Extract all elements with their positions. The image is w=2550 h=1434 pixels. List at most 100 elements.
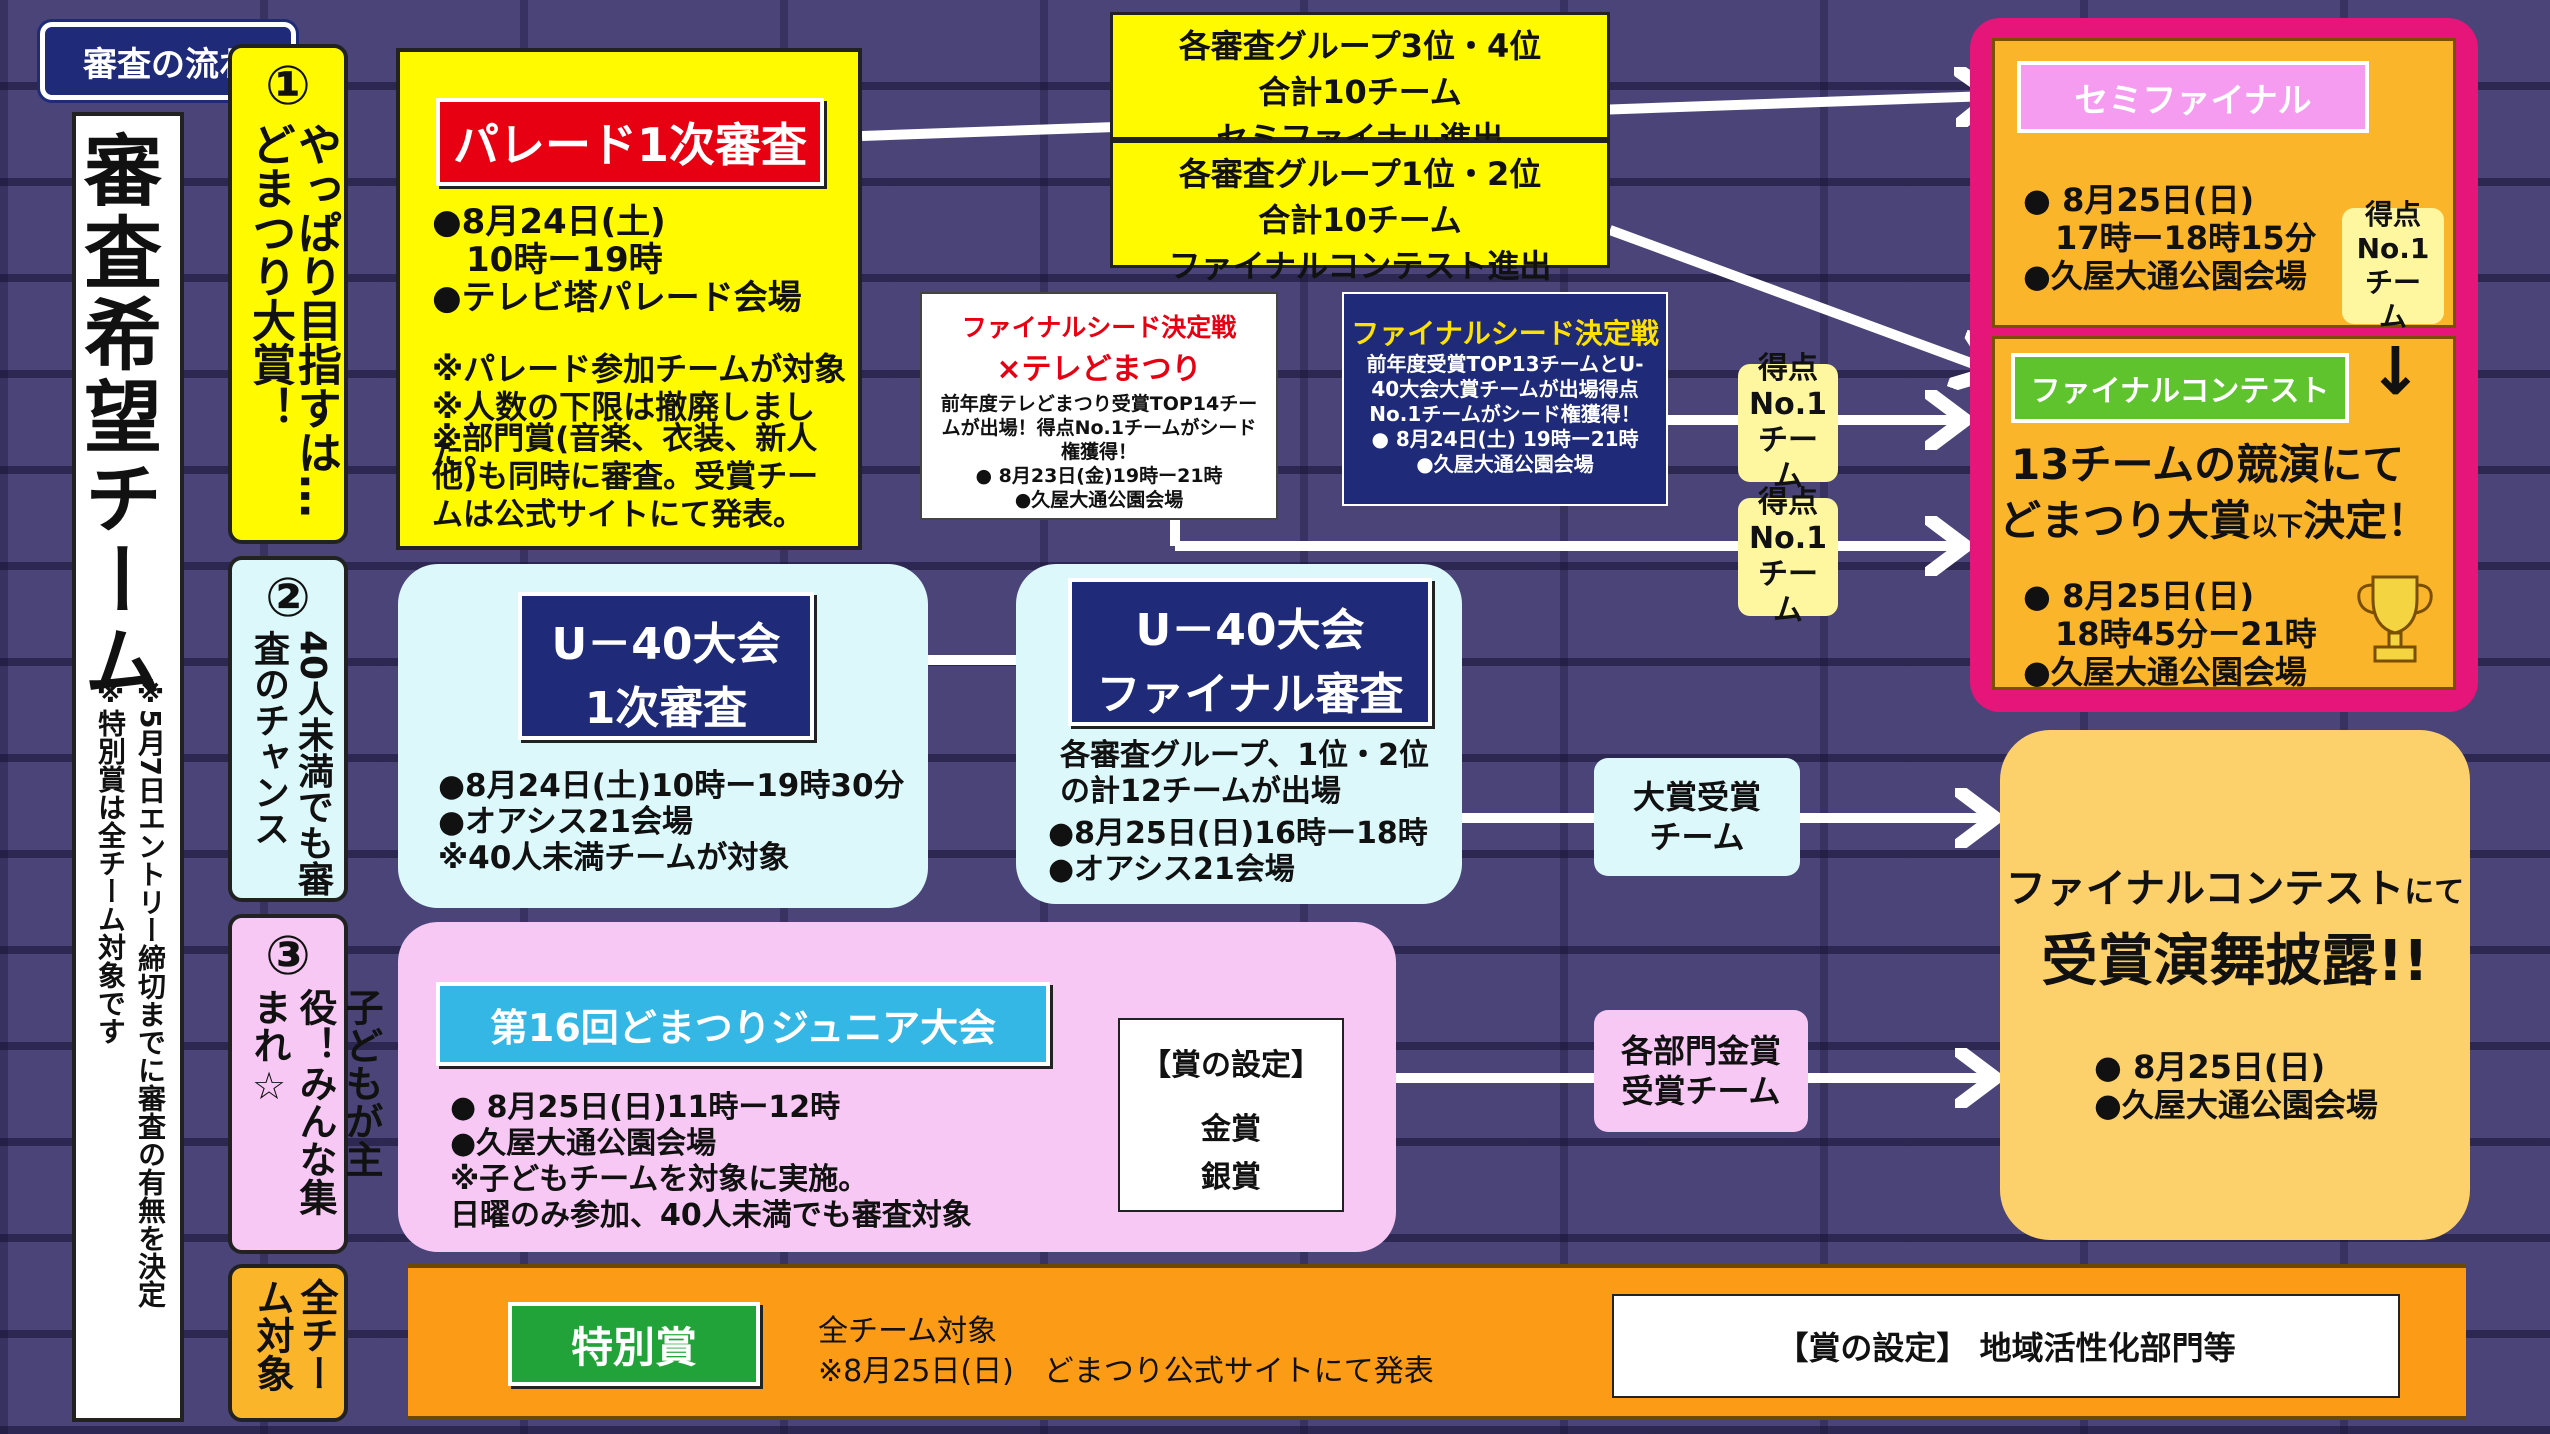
junior-note2: 日曜のみ参加、40人未満でも審査対象 xyxy=(450,1198,972,1233)
final-contest-headline2-main: どまつり大賞 xyxy=(1999,496,2252,545)
junior-award-heading: 【賞の設定】 xyxy=(1141,1048,1321,1083)
row-label-3-text: 子どもが主役！みんな集まれ☆ xyxy=(247,988,383,1216)
final-contest-title-text: ファイナルコンテスト xyxy=(2030,374,2330,409)
gold-label-text: 各部門金賞受賞チーム xyxy=(1620,1032,1781,1110)
parade-title: パレード1次審査 xyxy=(436,98,824,186)
parade-note3: ※部門賞(音楽、衣装、新人他)も同時に審査。受賞チームは公式サイトにて発表。 xyxy=(432,421,819,533)
showcase-venue: ●久屋大通公園会場 xyxy=(2094,1086,2378,1124)
showcase-line2: 受賞演舞披露!! xyxy=(2041,929,2429,994)
junior-note1: ※子どもチームを対象に実施。 xyxy=(450,1162,869,1197)
seed-u40-venue: ●久屋大通公園会場 xyxy=(1416,452,1594,476)
u40-final-title2: ファイナル審査 xyxy=(1096,669,1404,720)
semifinal-venue: ●久屋大通公園会場 xyxy=(2023,257,2307,295)
semifinal-time: 17時ー18時15分 xyxy=(2023,219,2317,257)
showcase-line1a: ファイナルコンテスト xyxy=(2005,866,2405,912)
final-contest-headline2: どまつり大賞以下決定！ xyxy=(1999,487,2429,548)
final-contest-headline1: 13チームの競演にて xyxy=(2011,440,2405,489)
seed-tv-body: 前年度テレどまつり受賞TOP14チームが出場！得点No.1チームがシード権獲得！ xyxy=(940,393,1258,463)
left-column: 審査希望チーム ※5月7日エントリー締切までに審査の有無を決定 ※特別賞は全チー… xyxy=(71,112,184,1422)
row-label-2-num: ② xyxy=(265,566,311,629)
arrow-parade-to-final xyxy=(1608,225,1990,370)
parade-title-text: パレード1次審査 xyxy=(452,118,807,172)
advance-final-line3: ファイナルコンテスト進出 xyxy=(1168,247,1552,285)
left-column-note1: ※5月7日エントリー締切までに審査の有無を決定 xyxy=(134,676,167,1308)
final-contest-title: ファイナルコンテスト xyxy=(2011,353,2349,423)
u40-first-title1: U－40大会 xyxy=(551,619,781,670)
u40-final-title: U－40大会 ファイナル審査 xyxy=(1068,578,1432,726)
u40-final-line1: 各審査グループ、1位・2位 xyxy=(1060,738,1430,773)
row-label-4: 全チーム対象 xyxy=(228,1264,348,1422)
special-title-text: 特別賞 xyxy=(570,1322,697,1372)
junior-award1: 金賞 xyxy=(1201,1112,1261,1147)
showcase-line1b: にて xyxy=(2404,875,2465,910)
seed-tv-box: ファイナルシード決定戦 ×テレどまつり 前年度テレどまつり受賞TOP14チームが… xyxy=(920,292,1278,520)
special-scroll: 特別賞 全チーム対象 ※8月25日(日) どまつり公式サイトにて発表 【賞の設定… xyxy=(408,1264,2466,1420)
seed-tv-venue: ●久屋大通公園会場 xyxy=(1014,489,1184,511)
row-label-3-num: ③ xyxy=(265,924,311,987)
row-label-2-text: 40人未満でも審査のチャンス xyxy=(248,630,333,897)
u40-final-venue: ●オアシス21会場 xyxy=(1048,852,1295,887)
seed-tv-title2: ×テレどまつり xyxy=(996,352,1202,387)
row-label-3: ③ 子どもが主役！みんな集まれ☆ xyxy=(228,914,383,1254)
seed-u40-box: ファイナルシード決定戦 前年度受賞TOP13チームとU-40大会大賞チームが出場… xyxy=(1342,292,1668,506)
u40-first-title: U－40大会 1次審査 xyxy=(518,592,814,740)
u40-first-date: ●8月24日(土)10時ー19時30分 xyxy=(438,768,905,804)
parade-time: 10時ー19時 xyxy=(432,240,663,280)
left-column-title: 審査希望チーム xyxy=(71,130,161,704)
advance-final-box: 各審査グループ1位・2位 合計10チーム ファイナルコンテスト進出 xyxy=(1110,140,1610,285)
advance-semi-line2: 合計10チーム xyxy=(1258,73,1462,111)
trophy-icon xyxy=(2355,569,2435,669)
final-contest-panel: ファイナルコンテスト ↓ 13チームの競演にて どまつり大賞以下決定！ ● 8月… xyxy=(1992,333,2456,691)
junior-title-text: 第16回どまつりジュニア大会 xyxy=(489,1005,997,1050)
semifinal-title: セミファイナル xyxy=(2017,61,2369,133)
junior-box: 第16回どまつりジュニア大会 ● 8月25日(日)11時ー12時 ●久屋大通公園… xyxy=(398,922,1396,1252)
final-contest-time: 18時45分ー21時 xyxy=(2023,615,2317,653)
u40-first-note: ※40人未満チームが対象 xyxy=(438,840,790,876)
row-label-4-text: 全チーム対象 xyxy=(250,1278,338,1392)
header-label-text: 審査の流れ xyxy=(83,44,253,85)
final-contest-date: ● 8月25日(日) xyxy=(2023,577,2255,615)
parade-venue: ●テレビ塔パレード会場 xyxy=(432,278,802,318)
u40-final-line2: の計12チームが出場 xyxy=(1060,774,1341,809)
seed-u40-date: ● 8月24日(土) 19時ー21時 xyxy=(1371,427,1639,451)
row-label-1-text: やっぱり目指すは…どまつり大賞！ xyxy=(244,122,341,518)
showcase-box: ファイナルコンテストにて 受賞演舞披露!! ● 8月25日(日) ●久屋大通公園… xyxy=(2000,730,2470,1240)
parade-note2: ※人数の下限は撤廃しました。 xyxy=(432,388,816,472)
advance-semi-box: 各審査グループ3位・4位 合計10チーム セミファイナル進出 xyxy=(1110,12,1610,157)
final-down-arrow: ↓ xyxy=(2367,333,2423,410)
u40-first-box: U－40大会 1次審査 ●8月24日(土)10時ー19時30分 ●オアシス21会… xyxy=(398,564,928,908)
junior-title: 第16回どまつりジュニア大会 xyxy=(436,982,1050,1066)
advance-final-line1: 各審査グループ1位・2位 xyxy=(1178,155,1542,193)
special-award-text: 【賞の設定】 地域活性化部門等 xyxy=(1776,1329,2236,1367)
special-title: 特別賞 xyxy=(508,1302,760,1386)
parade-date: ●8月24日(土) xyxy=(432,202,666,242)
score-label-c-text: 得点No.1チーム xyxy=(2356,198,2430,333)
advance-final-line2: 合計10チーム xyxy=(1258,201,1462,239)
final-contest-headline2-small: 以下 xyxy=(2251,512,2304,542)
showcase-line1: ファイナルコンテストにて xyxy=(2000,856,2470,914)
u40-final-box: U－40大会 ファイナル審査 各審査グループ、1位・2位 の計12チームが出場 … xyxy=(1016,564,1462,904)
row-label-1: ① やっぱり目指すは…どまつり大賞！ xyxy=(228,44,348,544)
parade-note1: ※パレード参加チームが対象 xyxy=(432,350,847,388)
score-label-b: 得点No.1チーム xyxy=(1738,485,1838,628)
junior-date: ● 8月25日(日)11時ー12時 xyxy=(450,1090,841,1125)
showcase-date: ● 8月25日(日) xyxy=(2094,1048,2326,1086)
u40-first-venue: ●オアシス21会場 xyxy=(438,804,693,840)
final-contest-venue: ●久屋大通公園会場 xyxy=(2023,653,2307,691)
final-contest-headline2-end: 決定！ xyxy=(2303,496,2430,545)
advance-semi-line1: 各審査グループ3位・4位 xyxy=(1178,27,1542,65)
u40-first-title2: 1次審査 xyxy=(584,683,748,734)
junior-award-box: 【賞の設定】 金賞 銀賞 xyxy=(1118,1018,1344,1212)
special-line1: 全チーム対象 xyxy=(818,1314,998,1349)
final-frame: セミファイナル ● 8月25日(日) 17時ー18時15分 ●久屋大通公園会場 … xyxy=(1970,18,2478,712)
score-label-a: 得点No.1チーム xyxy=(1738,351,1838,494)
gold-label: 各部門金賞受賞チーム xyxy=(1594,1010,1808,1132)
semifinal-title-text: セミファイナル xyxy=(2074,80,2312,121)
score-label-a-text: 得点No.1チーム xyxy=(1749,351,1827,494)
special-line2: ※8月25日(日) どまつり公式サイトにて発表 xyxy=(818,1354,1434,1389)
row-label-1-num: ① xyxy=(265,54,311,117)
seed-u40-title: ファイナルシード決定戦 xyxy=(1351,317,1659,350)
junior-award2: 銀賞 xyxy=(1201,1160,1261,1195)
left-column-note2: ※特別賞は全チーム対象です xyxy=(94,676,127,1045)
junior-venue: ●久屋大通公園会場 xyxy=(450,1126,717,1161)
